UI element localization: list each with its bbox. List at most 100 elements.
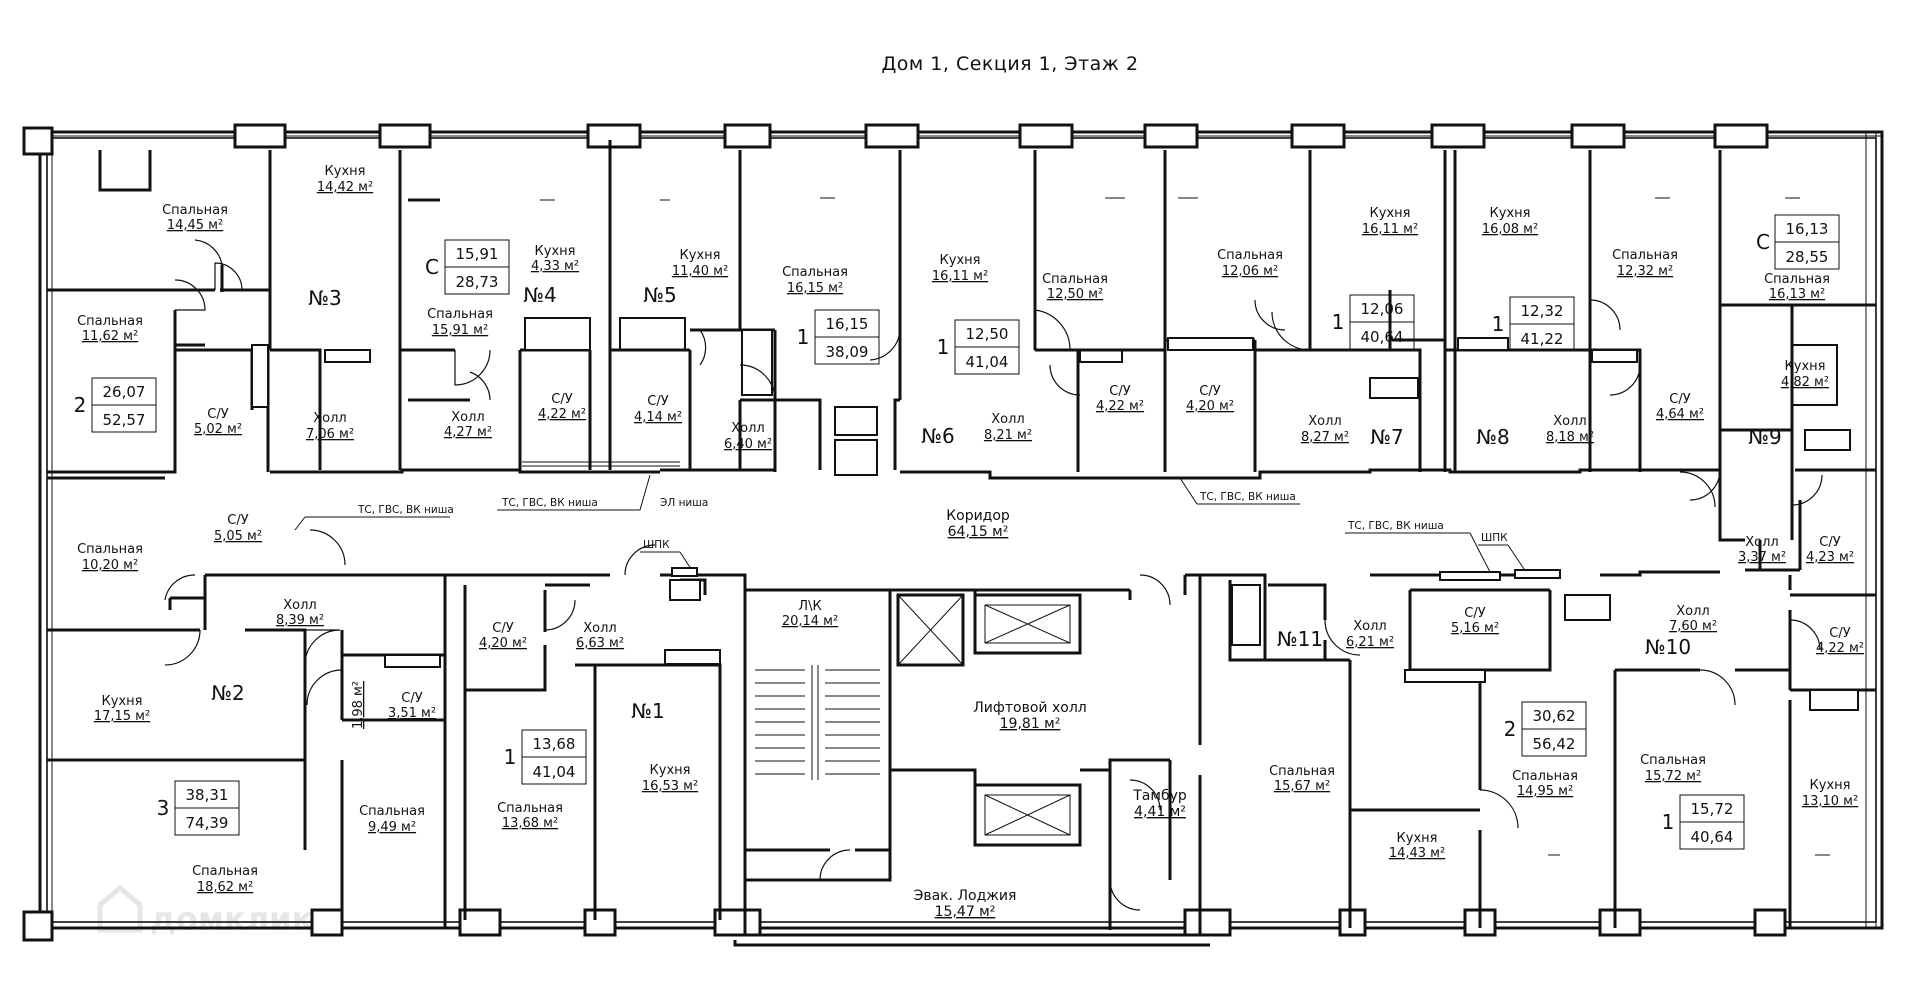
- svg-text:41,04: 41,04: [533, 763, 576, 781]
- svg-text:7,06 м²: 7,06 м²: [306, 427, 354, 442]
- svg-text:Холл: Холл: [583, 621, 616, 636]
- svg-text:16,11 м²: 16,11 м²: [1362, 222, 1418, 237]
- apartment-number-7: №7: [1370, 425, 1404, 449]
- room-a8-wc: С/У4,64 м²: [1656, 392, 1704, 422]
- svg-text:С/У: С/У: [1829, 626, 1850, 641]
- svg-text:7,60 м²: 7,60 м²: [1669, 619, 1717, 634]
- svg-text:3,37 м²: 3,37 м²: [1738, 550, 1786, 565]
- info-box-apt-6: 1 12,50 41,04: [937, 319, 1020, 375]
- svg-text:11,40 м²: 11,40 м²: [672, 264, 728, 279]
- stair-steps: [755, 665, 880, 780]
- svg-text:52,57: 52,57: [103, 411, 146, 429]
- info-boxes: С 15,91 28,73 2 26,07 52,57 1 16,15 38,0…: [74, 214, 1840, 850]
- doors: [164, 239, 1823, 911]
- apartment-number-2: №2: [211, 681, 245, 705]
- lift-shaft-2: [973, 593, 1082, 655]
- svg-text:30,62: 30,62: [1533, 707, 1576, 725]
- svg-text:16,13: 16,13: [1786, 220, 1829, 238]
- svg-text:С/У: С/У: [647, 394, 668, 409]
- svg-text:4,64 м²: 4,64 м²: [1656, 407, 1704, 422]
- svg-text:4,14 м²: 4,14 м²: [634, 410, 682, 425]
- apartment-number-3: №3: [308, 286, 342, 310]
- svg-text:8,27 м²: 8,27 м²: [1301, 430, 1349, 445]
- shpk-label-2: ШПК: [1481, 532, 1508, 544]
- svg-text:4,41 м²: 4,41 м²: [1134, 804, 1186, 820]
- room-a4-wc: С/У4,22 м²: [538, 392, 586, 422]
- svg-text:56,42: 56,42: [1533, 735, 1576, 753]
- floor-title: Дом 1, Секция 1, Этаж 2: [881, 53, 1138, 75]
- apartment-numbers: №3 №4 №5 №6 №7 №8 №9 №2 №1 №11 №10: [211, 283, 1782, 723]
- svg-text:4,82 м²: 4,82 м²: [1781, 375, 1829, 390]
- apartment-number-10: №10: [1645, 635, 1691, 659]
- svg-text:12,32: 12,32: [1521, 302, 1564, 320]
- svg-text:Холл: Холл: [1745, 535, 1778, 550]
- walls-top-row: [47, 140, 1876, 572]
- svg-text:1: 1: [504, 745, 517, 769]
- svg-text:Лифтовой холл: Лифтовой холл: [973, 700, 1086, 716]
- svg-text:10,20 м²: 10,20 м²: [82, 558, 138, 573]
- svg-text:Холл: Холл: [451, 410, 484, 425]
- svg-text:16,13 м²: 16,13 м²: [1769, 287, 1825, 302]
- svg-text:1,98 м²: 1,98 м²: [351, 681, 366, 729]
- svg-text:20,14 м²: 20,14 м²: [782, 614, 838, 629]
- svg-text:Спальная: Спальная: [1612, 248, 1678, 263]
- pillars-top: [22, 123, 1769, 156]
- shpk-label-1: ШПК: [643, 539, 670, 551]
- svg-text:Спальная: Спальная: [1512, 769, 1578, 784]
- svg-text:Тамбур: Тамбур: [1132, 788, 1187, 804]
- svg-text:4,22 м²: 4,22 м²: [538, 407, 586, 422]
- svg-text:18,62 м²: 18,62 м²: [197, 880, 253, 895]
- watermark: домклик: [97, 884, 314, 938]
- apartment-number-5: №5: [643, 283, 677, 307]
- svg-text:Спальная: Спальная: [1640, 753, 1706, 768]
- svg-text:Спальная: Спальная: [162, 203, 228, 218]
- svg-text:6,21 м²: 6,21 м²: [1346, 635, 1394, 650]
- room-a9-wc: С/У4,23 м²: [1806, 535, 1854, 565]
- svg-text:41,22: 41,22: [1521, 330, 1564, 348]
- svg-text:15,72: 15,72: [1691, 800, 1734, 818]
- svg-text:6,40 м²: 6,40 м²: [724, 437, 772, 452]
- svg-text:38,09: 38,09: [826, 343, 869, 361]
- info-box-apt-10: 1 15,72 40,64: [1662, 794, 1745, 850]
- svg-text:28,55: 28,55: [1786, 248, 1829, 266]
- svg-text:15,91: 15,91: [456, 245, 499, 263]
- svg-text:13,68 м²: 13,68 м²: [502, 816, 558, 831]
- svg-text:Спальная: Спальная: [497, 801, 563, 816]
- apartment-number-9: №9: [1748, 425, 1782, 449]
- apartment-number-1: №1: [631, 699, 665, 723]
- walls-bottom-row: [47, 570, 1876, 947]
- svg-text:11,62 м²: 11,62 м²: [82, 329, 138, 344]
- svg-text:Кухня: Кухня: [1490, 206, 1531, 221]
- svg-text:Спальная: Спальная: [1269, 764, 1335, 779]
- room-a2-wc2: С/У5,05 м²: [214, 513, 262, 544]
- niche-label-2: ТС, ГВС, ВК ниша: [501, 497, 598, 509]
- svg-text:Спальная: Спальная: [359, 804, 425, 819]
- svg-text:Холл: Холл: [1553, 414, 1586, 429]
- svg-text:4,20 м²: 4,20 м²: [1186, 399, 1234, 414]
- svg-text:16,53 м²: 16,53 м²: [642, 779, 698, 794]
- svg-text:15,72 м²: 15,72 м²: [1645, 769, 1701, 784]
- svg-text:1: 1: [1662, 810, 1675, 834]
- info-box-apt-5: 1 16,15 38,09: [797, 309, 880, 365]
- svg-text:Кухня: Кухня: [1810, 778, 1851, 793]
- watermark-text: домклик: [150, 900, 314, 938]
- svg-text:С: С: [425, 255, 439, 279]
